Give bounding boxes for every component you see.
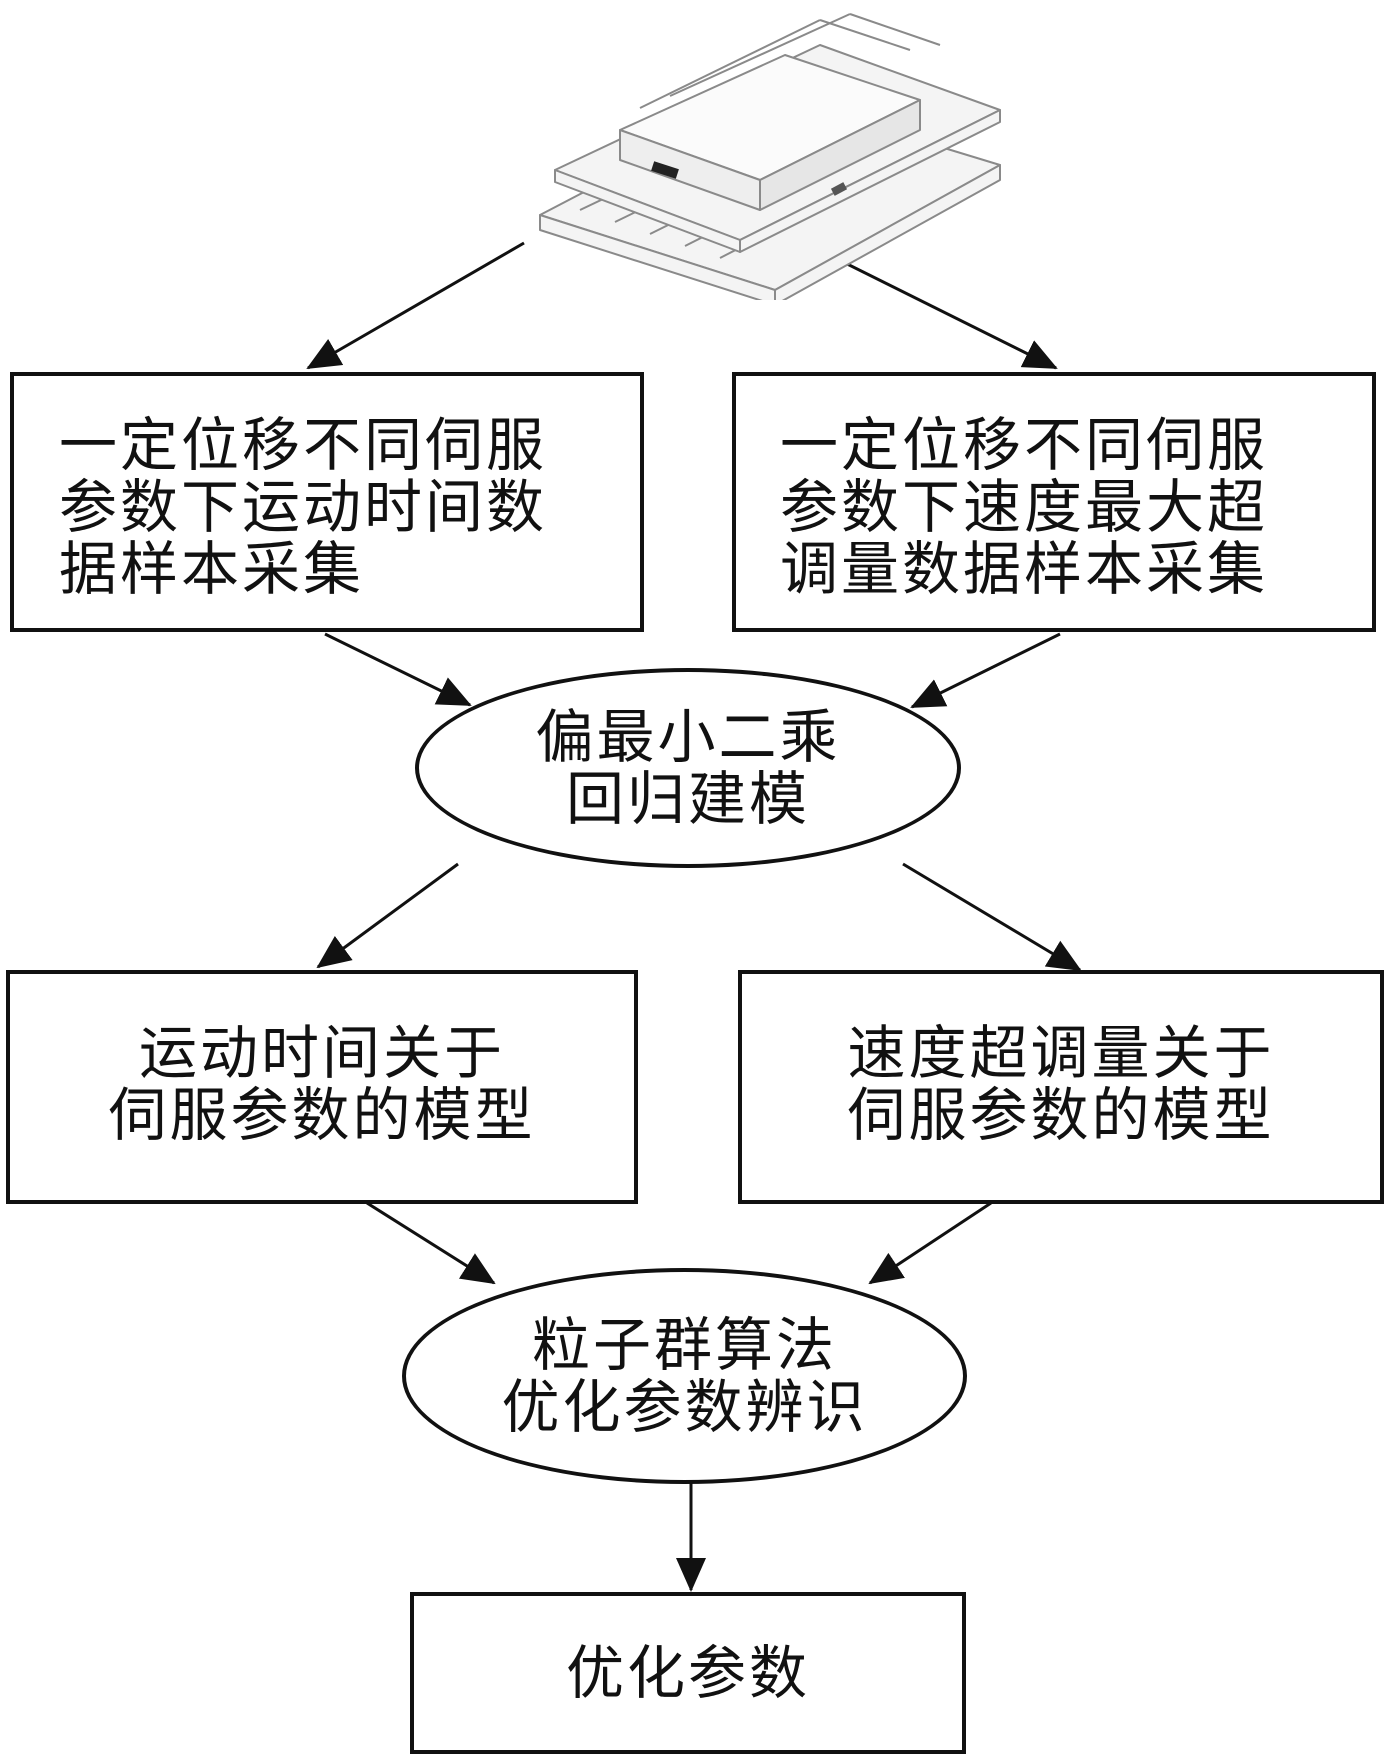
model-overshoot-line-2: 伺服参数的模型 [847,1081,1275,1149]
arrow-sample-time-to-pls [324,632,472,707]
model-time-box: 运动时间关于 伺服参数的模型 [6,970,638,1204]
pso-ellipse: 粒子群算法 优化参数辨识 [402,1268,967,1484]
pls-ellipse: 偏最小二乘 回归建模 [415,668,961,868]
pls-line-2: 回归建模 [565,765,810,833]
pls-line-1: 偏最小二乘 [535,703,841,771]
pso-line-1: 粒子群算法 [531,1311,837,1379]
sample-overshoot-box: 一定位移不同伺服 参数下速度最大超 调量数据样本采集 [732,372,1376,632]
result-label: 优化参数 [565,1639,810,1707]
arrow-model-overshoot-to-pso [868,1201,992,1285]
arrow-sample-overshoot-to-pls [910,632,1061,709]
sample-overshoot-line-3: 调量数据样本采集 [780,535,1269,603]
model-time-line-1: 运动时间关于 [138,1019,505,1087]
model-overshoot-line-1: 速度超调量关于 [847,1019,1275,1087]
linear-motion-stage-icon [539,13,1001,300]
pso-line-2: 优化参数辨识 [501,1373,868,1441]
sample-time-line-2: 参数下运动时间数 [59,473,548,541]
result-box: 优化参数 [410,1592,966,1754]
model-time-line-2: 伺服参数的模型 [108,1081,536,1149]
sample-overshoot-line-1: 一定位移不同伺服 [780,411,1269,479]
arrow-model-time-to-pso [366,1201,496,1285]
arrow-pls-to-model-time [316,862,459,969]
sample-time-line-3: 据样本采集 [59,535,365,603]
arrow-device-to-sample-time [306,241,525,370]
arrow-pls-to-model-overshoot [902,862,1082,972]
model-overshoot-box: 速度超调量关于 伺服参数的模型 [738,970,1384,1204]
sample-time-box: 一定位移不同伺服 参数下运动时间数 据样本采集 [10,372,644,632]
sample-overshoot-line-2: 参数下速度最大超 [780,473,1269,541]
sample-time-line-1: 一定位移不同伺服 [59,411,548,479]
